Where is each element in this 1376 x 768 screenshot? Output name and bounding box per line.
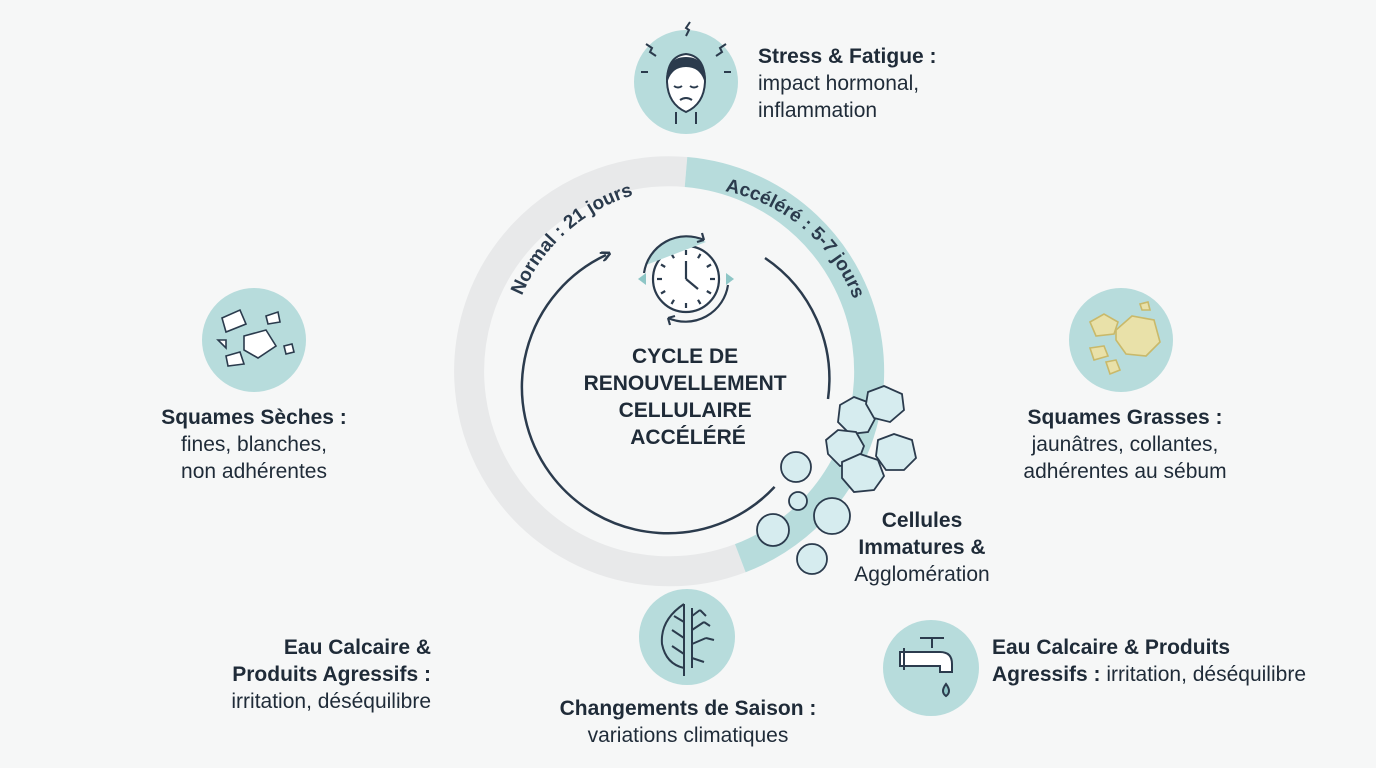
dry-scales-title: Squames Sèches : [161, 406, 347, 429]
oily-flakes-icon [1069, 288, 1173, 392]
stress-factor-title: Stress & Fatigue : [758, 45, 937, 68]
water-right-line-2: Agressifs : irritation, déséquilibre [992, 663, 1306, 686]
cycle-arrow-left [520, 255, 776, 535]
center-title-line-4: ACCÉLÉRÉ [630, 426, 746, 449]
stress-factor-desc-2: inflammation [758, 99, 878, 122]
center-title-line-2: RENOUVELLEMENT [584, 372, 787, 395]
water-products-right-label: Eau Calcaire & Produits Agressifs : irri… [992, 634, 1362, 688]
dry-scales-label: Squames Sèches : fines, blanches, non ad… [104, 404, 404, 485]
cycle-arrow-right [764, 256, 831, 400]
immature-cells-desc: Agglomération [854, 563, 990, 586]
season-change-desc: variations climatiques [587, 724, 789, 747]
leaf-snowflake-icon [639, 589, 735, 685]
oily-scales-label: Squames Grasses : jaunâtres, collantes, … [975, 404, 1275, 485]
season-change-title: Changements de Saison : [559, 697, 817, 720]
water-right-desc: irritation, déséquilibre [1106, 663, 1306, 686]
cell-round-5 [796, 543, 828, 575]
oily-scales-desc-2: adhérentes au sébum [1023, 460, 1227, 483]
svg-text:Accéléré : 5-7 jours: Accéléré : 5-7 jours [724, 175, 869, 301]
center-title-line-3: CELLULAIRE [619, 399, 752, 422]
immature-cells-title-2: Immatures & [858, 536, 986, 559]
inner-cycle-arrows [520, 255, 831, 535]
water-left-title-1: Eau Calcaire & [283, 636, 431, 659]
dry-flakes-icon [202, 288, 306, 392]
water-left-desc: irritation, déséquilibre [231, 690, 431, 713]
dry-scales-desc-1: fines, blanches, [181, 433, 327, 456]
immature-cells-icon [756, 385, 917, 575]
season-change-label: Changements de Saison : variations clima… [528, 695, 848, 749]
water-right-title-2: Agressifs : [992, 663, 1101, 686]
cell-cluster-2 [865, 385, 905, 423]
cell-round-1 [780, 451, 812, 483]
svg-text:CYCLE DE RENOUVELLEMENT: CYCLE DE RENOUVELLEMENT CELLULAIRE ACCÉL… [584, 345, 793, 449]
cell-round-2 [788, 491, 808, 511]
immature-cells-title-1: Cellules [881, 509, 963, 532]
dry-scales-desc-2: non adhérentes [181, 460, 327, 483]
oily-scales-title: Squames Grasses : [1027, 406, 1223, 429]
water-right-title-1: Eau Calcaire & Produits [992, 636, 1231, 659]
faucet-drop-icon [883, 620, 979, 716]
stressed-face-icon [634, 21, 738, 134]
clock-cycle-icon [638, 232, 734, 326]
center-title-line-1: CYCLE DE [632, 345, 738, 368]
water-left-title-2: Produits Agressifs : [232, 663, 431, 686]
normal-ring-segment [454, 156, 746, 587]
stress-factor-label: Stress & Fatigue : impact hormonal, infl… [758, 43, 937, 124]
water-products-left-label: Eau Calcaire & Produits Agressifs : irri… [160, 634, 431, 715]
cell-round-3 [813, 497, 851, 535]
immature-cells-label: Cellules Immatures & Agglomération [822, 507, 1022, 588]
cell-cluster-4 [875, 433, 917, 471]
oily-scales-desc-1: jaunâtres, collantes, [1031, 433, 1219, 456]
accelerated-ring-segment [684, 157, 885, 573]
cell-round-4 [756, 513, 790, 547]
accelerated-duration-label: Accéléré : 5-7 jours [724, 175, 869, 301]
stress-factor-desc-1: impact hormonal, [758, 72, 920, 95]
cell-cluster-5 [841, 453, 886, 493]
